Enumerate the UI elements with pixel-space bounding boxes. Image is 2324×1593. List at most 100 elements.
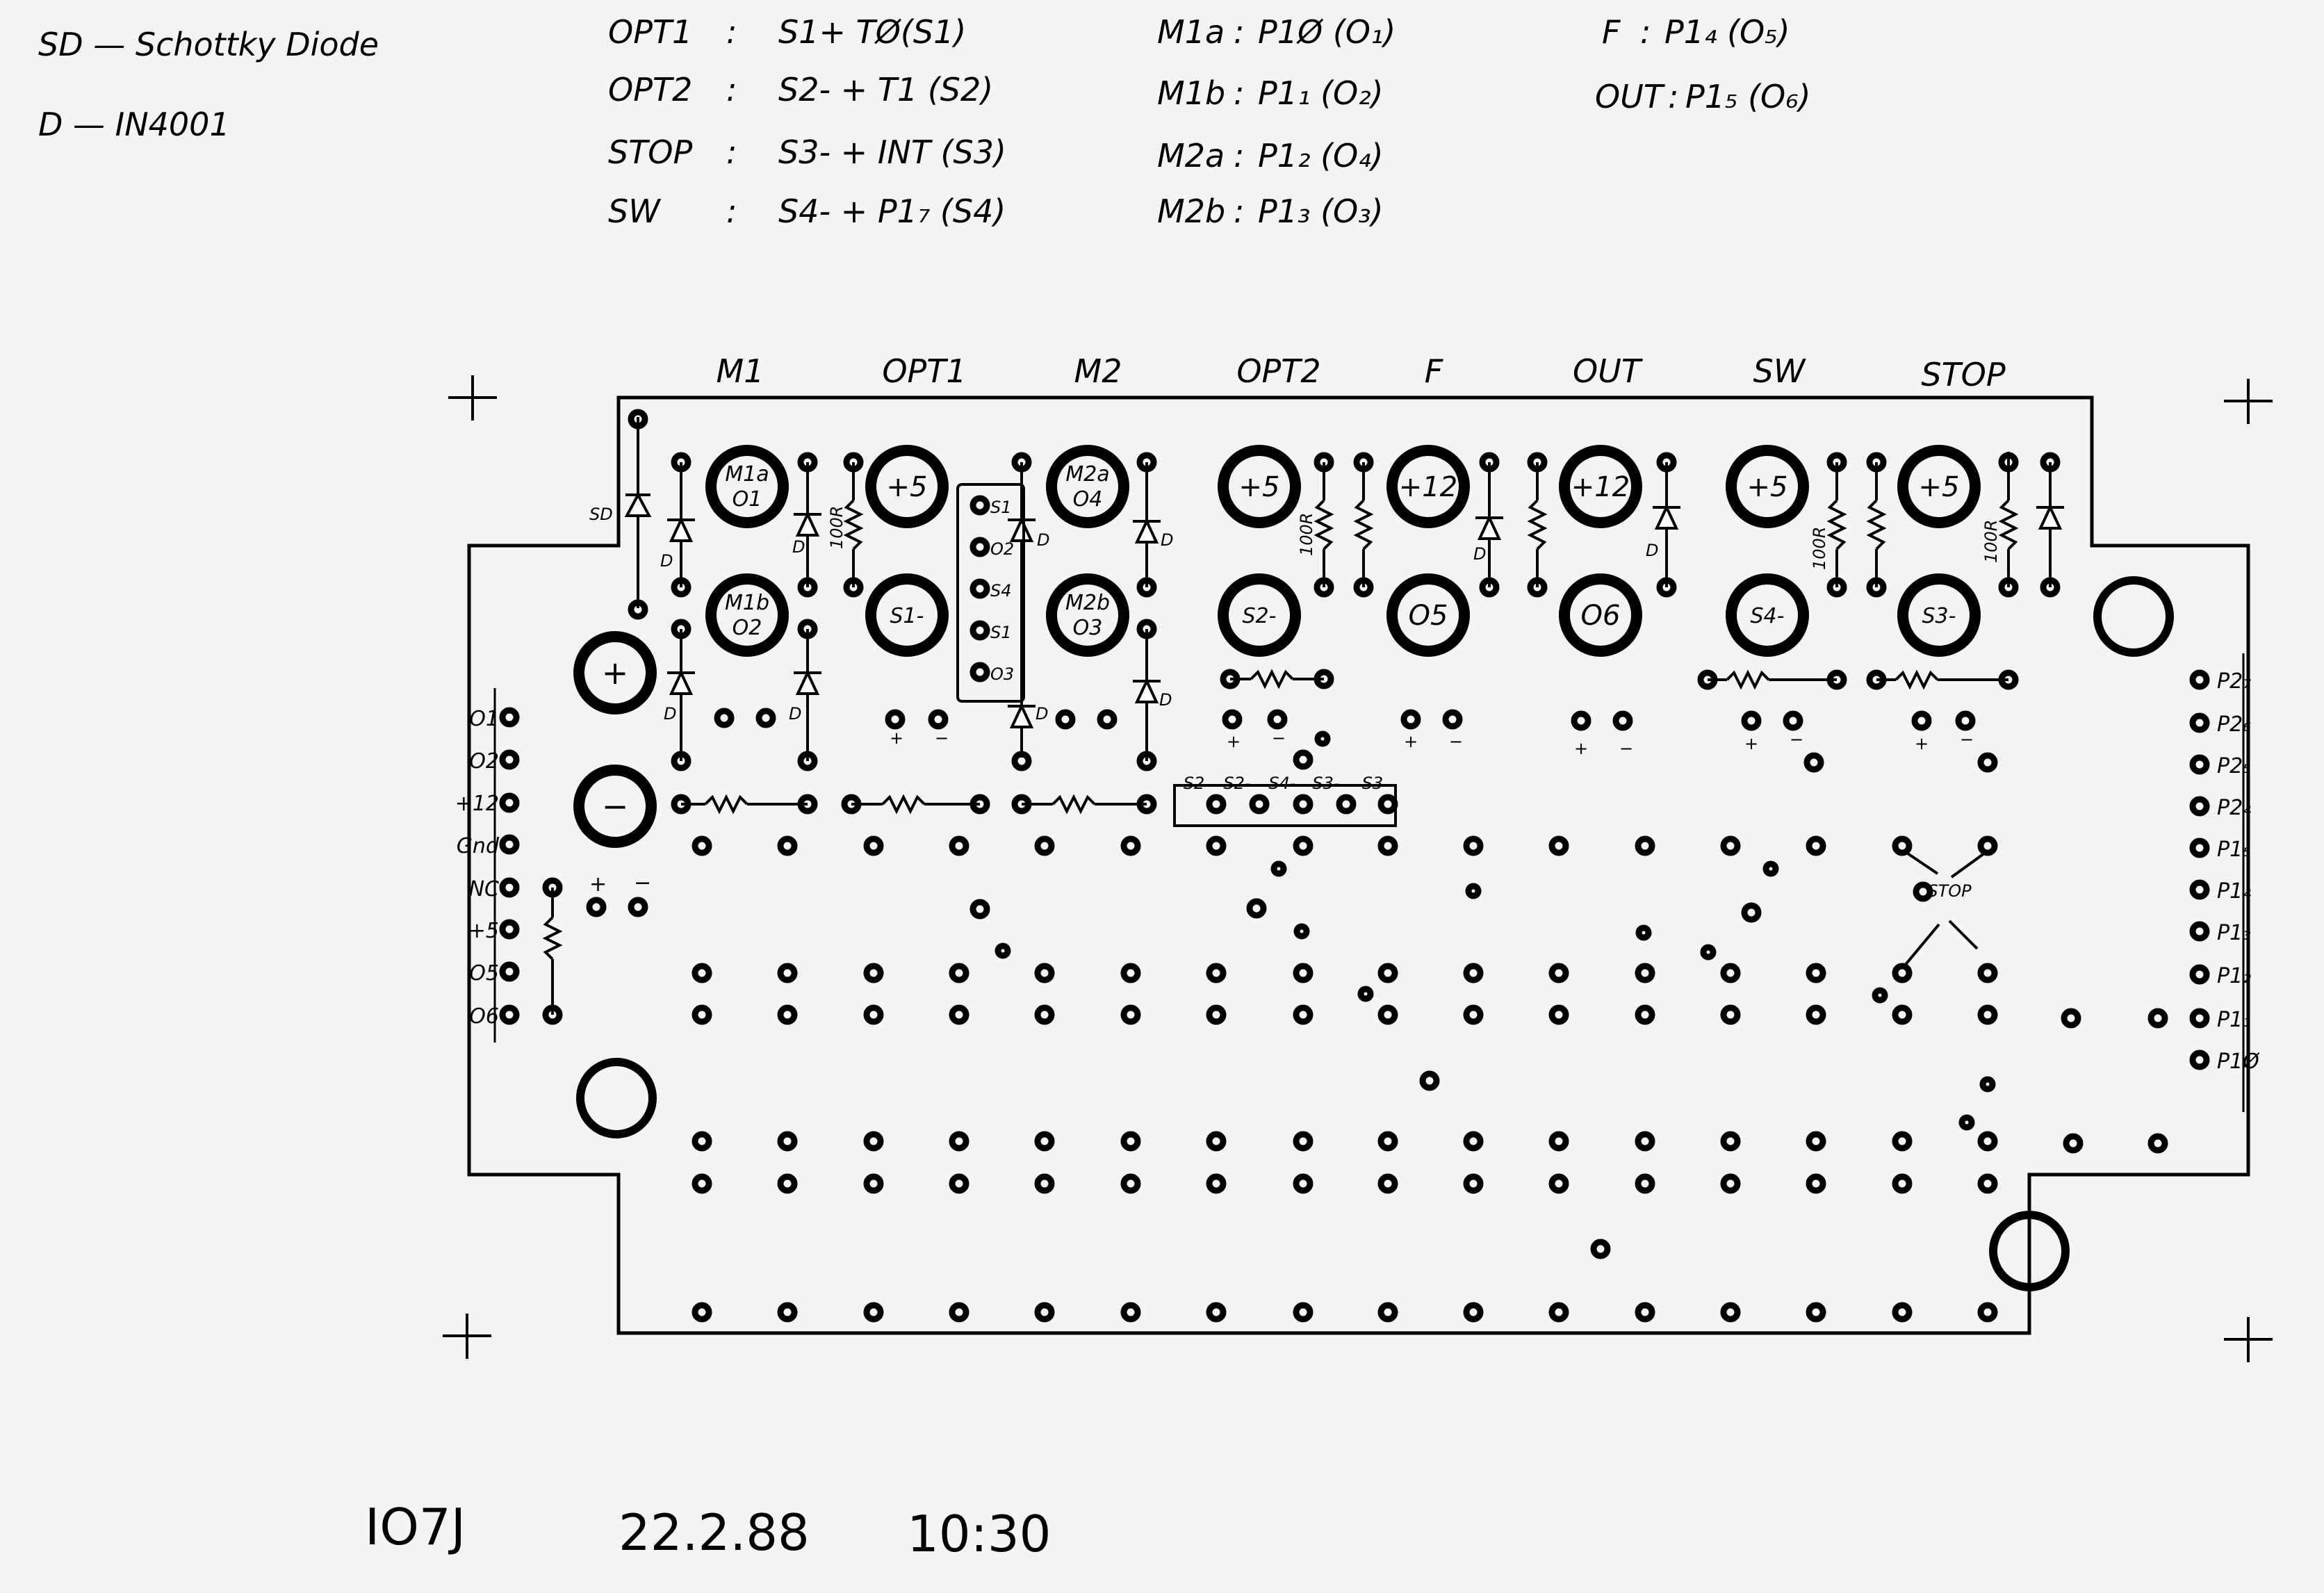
pad-sublabel: O3 — [1073, 616, 1103, 640]
big-pad-m1b: M1b O2 — [705, 573, 789, 657]
big-pad-s1-minus: S1- — [865, 573, 949, 657]
header-f: F — [1425, 352, 1443, 390]
legend-colon: : — [1234, 13, 1245, 51]
dip-label: S4- — [1268, 774, 1295, 793]
pin-label: P1₅ — [2217, 838, 2251, 862]
resistor — [1708, 669, 1837, 690]
dip-label: S2 — [1184, 774, 1205, 793]
label-sd: SD — [589, 505, 613, 524]
resistor — [681, 794, 808, 815]
pad-label: M2a — [1065, 462, 1109, 487]
pad-label: +5 — [1919, 471, 1960, 503]
diode — [1133, 629, 1161, 761]
right-connector: P2₇ P2₆ P2₅ P2₄ P1₅ P1₄ P1₃ P1₂ P1₁ P1Ø — [2189, 653, 2260, 1112]
mounting-holes — [576, 576, 2174, 1291]
legend-stop-name: STOP — [608, 133, 693, 171]
power-pad-minus: − — [573, 765, 657, 848]
label-d: D — [1473, 544, 1486, 564]
schottky-diode-sd — [624, 417, 652, 608]
plus-minus-marks: + − + − + − + − + − + − + − — [589, 728, 1974, 897]
pad-label: M2b — [1065, 591, 1110, 615]
label-plus: + — [1915, 734, 1929, 753]
legend-colon: : — [726, 193, 737, 230]
label-d: D — [1036, 704, 1048, 724]
big-pad-opt2-plus5: +5 — [1218, 445, 1301, 528]
crosshair-icon — [448, 375, 497, 420]
dip-strip-connector: S2 S2- S4- S3- S3 — [1173, 774, 1398, 827]
vertical-connector-strip: S1 O2 S4 S1 O3 — [956, 483, 1025, 703]
pin-label: +12 — [455, 792, 499, 816]
label-d: D — [660, 551, 673, 571]
registration-marks — [443, 375, 2273, 1362]
pin-label: P2₇ — [2217, 669, 2251, 694]
label-d: D — [664, 704, 676, 724]
pad-label: S1- — [890, 604, 924, 628]
diode — [1475, 462, 1503, 587]
big-pad-m2a: M2a O4 — [1046, 445, 1129, 528]
strip-label: S1 — [990, 623, 1012, 642]
diode — [1133, 462, 1161, 587]
pad-label: M1b — [725, 591, 769, 615]
legend-sw-value: S4- + P1₇ (S4) — [778, 193, 1006, 230]
legend-colon: : — [1234, 193, 1245, 230]
label-d: D — [1646, 541, 1658, 560]
label-minus: − — [1790, 730, 1803, 749]
small-pads-row3 — [714, 708, 1998, 773]
power-pad-plus: + — [573, 631, 657, 714]
label-100r: 100R — [827, 506, 846, 549]
pad-label: S2- — [1243, 604, 1277, 628]
pad-label: +12 — [1399, 471, 1457, 503]
strip-label: O3 — [990, 664, 1014, 684]
pin-label: NC — [469, 877, 499, 901]
diode — [794, 462, 821, 587]
label-plus: + — [1227, 732, 1241, 751]
pad-sublabel: O1 — [733, 487, 762, 512]
pin-label: P1Ø — [2217, 1049, 2260, 1074]
dip-label: S3 — [1362, 774, 1384, 793]
stop-label: STOP — [1927, 881, 1972, 901]
crosshair-icon — [2224, 1317, 2273, 1362]
mounting-hole — [1989, 1211, 2070, 1291]
label-minus: − — [1272, 728, 1286, 748]
pad-label: − — [602, 787, 629, 825]
drawing-date: 22.2.88 — [619, 1503, 810, 1562]
label-100r: 100R — [1810, 527, 1829, 570]
legend-m1a-name: M1a — [1157, 13, 1225, 51]
resistor — [851, 794, 980, 815]
legend-colon: : — [726, 13, 737, 51]
pin-label: P2₆ — [2217, 712, 2251, 737]
big-pad-m2b: M2b O3 — [1046, 573, 1129, 657]
legend-m1b-name: M1b — [1157, 74, 1225, 112]
pad-sublabel: O2 — [733, 616, 762, 640]
pad-label: S4- — [1751, 604, 1785, 628]
label-plus: + — [890, 728, 903, 748]
legend-m2a-value: P1₂ (O₄) — [1258, 137, 1384, 174]
header-m1: M1 — [717, 352, 764, 390]
label-d: D — [1161, 530, 1173, 550]
pin-label: +5 — [468, 919, 499, 943]
resistor-100r — [843, 462, 864, 587]
legend-colon: : — [726, 71, 737, 108]
drawing-time: 10:30 — [907, 1505, 1051, 1563]
big-pad-s2-minus: S2- — [1218, 573, 1301, 657]
big-pad-m1a: M1a O1 — [705, 445, 789, 528]
pad-label: +12 — [1571, 471, 1630, 503]
diode — [667, 629, 695, 761]
legend-opt1-value: S1+ TØ(S1) — [778, 13, 966, 51]
pad-label: M1a — [725, 462, 769, 487]
diode — [794, 629, 821, 761]
resistor — [1230, 669, 1324, 689]
column-headers: M1 OPT1 M2 OPT2 F OUT SW STOP — [717, 352, 2006, 393]
legend-m1b-value: P1₁ (O₂) — [1258, 74, 1384, 112]
mounting-hole — [576, 1058, 657, 1138]
power-pads: + − — [573, 631, 657, 848]
pad-label: +5 — [887, 471, 928, 503]
pin-label: O1 — [469, 707, 499, 731]
diode — [1008, 462, 1036, 758]
label-d: D — [1159, 690, 1172, 710]
label-100r: 100R — [1297, 513, 1316, 556]
pin-label: Gnd — [457, 834, 500, 858]
legend-opt2-value: S2- + T1 (S2) — [778, 71, 993, 108]
crosshair-icon — [443, 1314, 491, 1359]
label-100r: 100R — [1981, 520, 2001, 563]
